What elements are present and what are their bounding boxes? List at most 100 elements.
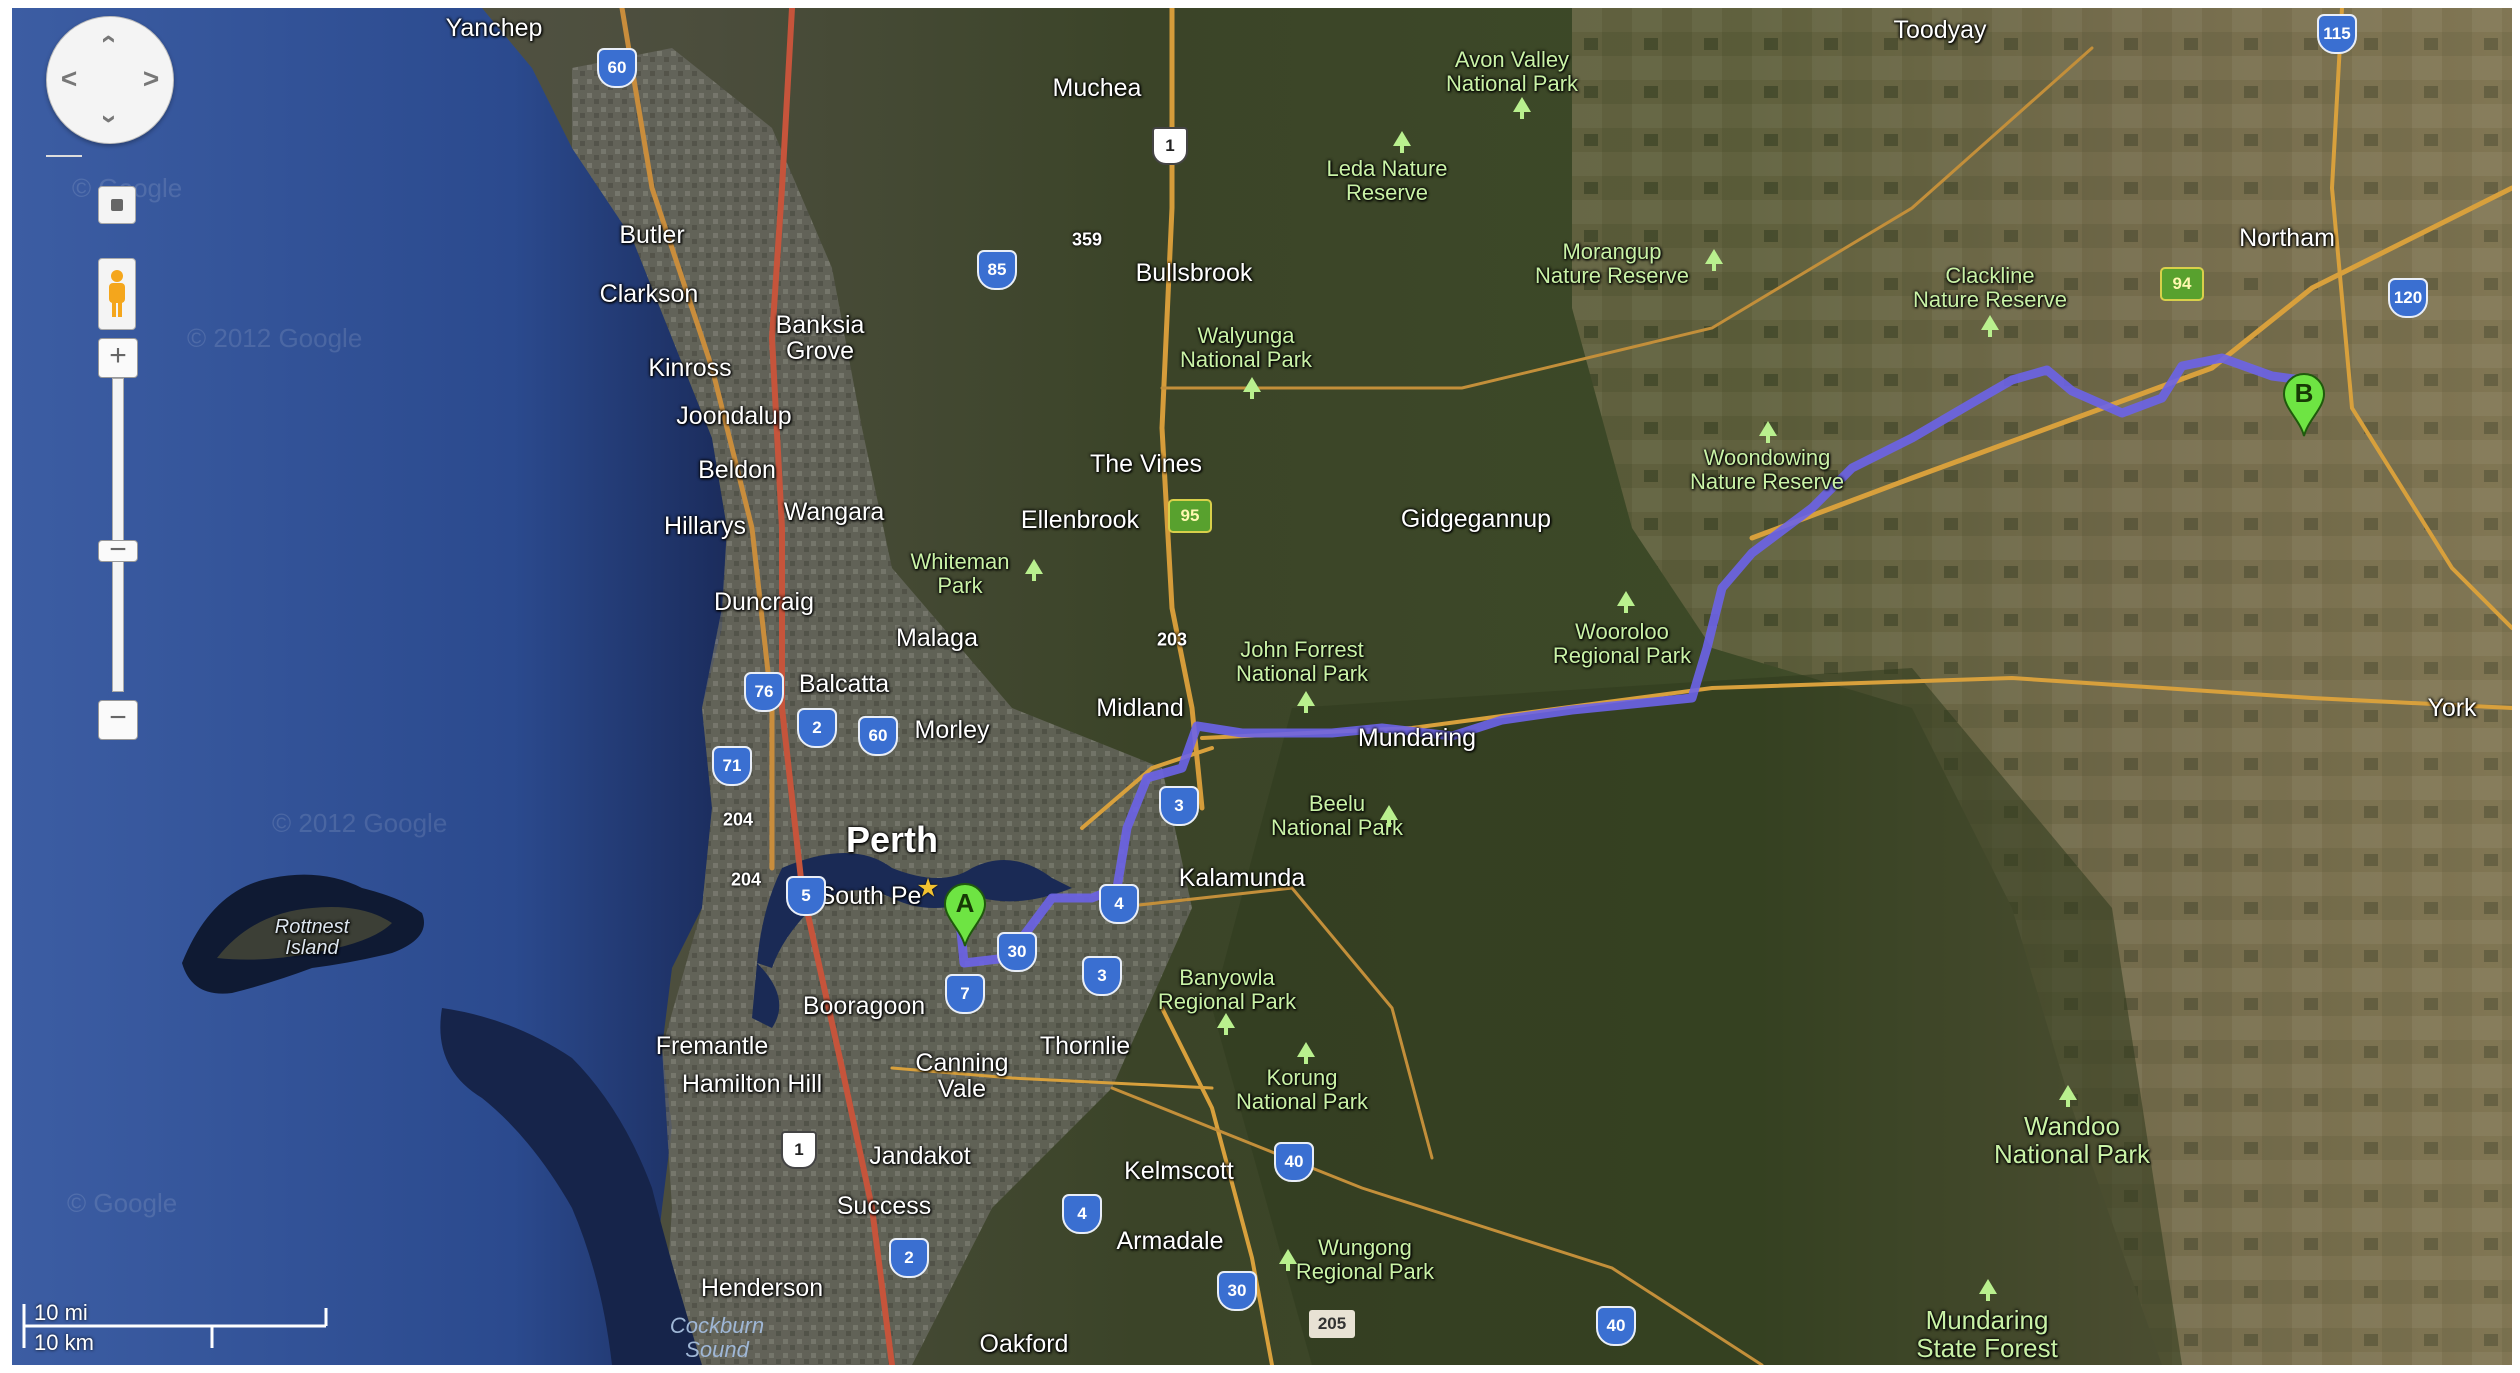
route-shield: 115: [2317, 14, 2357, 54]
route-shield: 76: [744, 672, 784, 712]
route-shield: 2: [889, 1238, 929, 1278]
marker-pin-icon: [2282, 373, 2326, 437]
place-label: Kelmscott: [1124, 1157, 1234, 1185]
zoom-out-button[interactable]: −: [98, 700, 138, 740]
route-shield: 94: [2160, 267, 2204, 301]
place-label: Malaga: [896, 624, 978, 652]
map-imagery: [12, 8, 2512, 1365]
park-icon: [1217, 1013, 1235, 1035]
route-number: 203: [1156, 629, 1188, 650]
pan-up-icon[interactable]: ‹: [95, 34, 126, 44]
place-label: Bullsbrook: [1135, 259, 1253, 287]
park-label: Whiteman Park: [910, 549, 1010, 598]
place-label: Thornlie: [1039, 1032, 1131, 1060]
start-marker[interactable]: A: [942, 882, 988, 948]
route-shield: 60: [858, 716, 898, 756]
park-icon: [1297, 1042, 1315, 1064]
place-label: York: [2427, 694, 2477, 722]
watermark: © Google: [67, 1188, 178, 1218]
park-icon: [1279, 1249, 1297, 1271]
park-label: Mundaring State Forest: [1916, 1305, 2058, 1363]
star-icon: ★: [916, 872, 940, 903]
place-label: Morley: [914, 716, 990, 744]
park-label: Wooroloo Regional Park: [1552, 619, 1692, 668]
pan-control[interactable]: ‹ › < >: [46, 16, 174, 144]
place-label: Henderson: [700, 1274, 824, 1302]
pegman-button[interactable]: [98, 258, 136, 330]
route-shield: 40: [1596, 1306, 1636, 1346]
park-label: Leda Nature Reserve: [1326, 156, 1448, 205]
scale-bar: 10 mi 10 km: [20, 1298, 330, 1355]
park-label: Walyunga National Park: [1179, 323, 1313, 372]
place-label: Ellenbrook: [1020, 506, 1140, 534]
zoom-slider-track[interactable]: [112, 378, 124, 692]
zoom-in-button[interactable]: +: [98, 338, 138, 378]
park-label: Korung National Park: [1235, 1065, 1369, 1114]
park-icon: [1380, 805, 1398, 827]
place-label: Mundaring: [1357, 724, 1477, 752]
park-icon: [1243, 377, 1261, 399]
place-label: Clarkson: [599, 280, 699, 308]
place-label: Yanchep: [445, 14, 543, 42]
route-shield: 60: [597, 48, 637, 88]
place-label: Kinross: [648, 354, 732, 382]
place-label: The Vines: [1089, 450, 1203, 478]
park-label: Clackline Nature Reserve: [1912, 263, 2068, 312]
route-shield: 30: [1217, 1271, 1257, 1311]
pan-down-icon[interactable]: ›: [95, 114, 126, 124]
route-shield: 3: [1159, 786, 1199, 826]
park-icon: [1297, 691, 1315, 713]
square-icon: [111, 199, 123, 211]
place-label: Booragoon: [802, 992, 926, 1020]
park-icon: [1979, 1279, 1997, 1301]
control-divider: [46, 155, 82, 157]
place-label: Northam: [2239, 224, 2335, 252]
route-shield: 7: [945, 974, 985, 1014]
place-label: Kalamunda: [1178, 864, 1306, 892]
place-label: Hamilton Hill: [681, 1070, 823, 1098]
route-shield: 3: [1082, 956, 1122, 996]
scale-miles: 10 mi: [34, 1300, 88, 1325]
park-icon: [1513, 97, 1531, 119]
place-label: Fremantle: [655, 1032, 769, 1060]
place-label: Gidgegannup: [1400, 505, 1552, 533]
scale-km: 10 km: [34, 1330, 94, 1355]
park-icon: [1393, 131, 1411, 153]
route-number: 359: [1071, 229, 1103, 250]
place-label: Canning Vale: [915, 1049, 1009, 1103]
reset-view-button[interactable]: [98, 186, 136, 224]
marker-pin-icon: [943, 883, 987, 947]
route-shield: 2: [797, 708, 837, 748]
park-label: John Forrest National Park: [1235, 637, 1369, 686]
route-shield: 1: [1152, 127, 1188, 165]
park-icon: [1759, 421, 1777, 443]
pan-left-icon[interactable]: <: [60, 63, 78, 94]
park-icon: [1705, 249, 1723, 271]
route-shield: 71: [712, 746, 752, 786]
place-label: Armadale: [1116, 1227, 1224, 1255]
park-label: Wungong Regional Park: [1295, 1235, 1435, 1284]
place-label: Banksia Grove: [775, 311, 865, 365]
park-icon: [2059, 1085, 2077, 1107]
pegman-icon: [109, 270, 125, 317]
island-label: Rottnest Island: [274, 916, 350, 959]
park-label: Wandoo National Park: [1993, 1111, 2151, 1169]
city-label: Perth: [845, 819, 939, 860]
park-icon: [1617, 591, 1635, 613]
watermark: © 2012 Google: [272, 808, 448, 838]
place-label: South Pe: [818, 882, 922, 910]
zoom-slider-handle[interactable]: −: [98, 535, 138, 565]
end-marker[interactable]: B: [2281, 372, 2327, 438]
marker-label: A: [955, 888, 975, 918]
route-shield: 205: [1309, 1310, 1355, 1338]
route-number: 204: [730, 869, 762, 890]
park-label: Beelu National Park: [1270, 791, 1404, 840]
place-label: Balcatta: [798, 670, 890, 698]
place-label: Midland: [1096, 694, 1184, 722]
place-label: Beldon: [698, 456, 776, 484]
satellite-map[interactable]: © Google © 2012 Google © 2012 Google © G…: [12, 8, 2512, 1365]
route-shield: 40: [1274, 1142, 1314, 1182]
place-label: Success: [836, 1192, 932, 1220]
pan-right-icon[interactable]: >: [142, 63, 160, 94]
watermark: © 2012 Google: [187, 323, 363, 353]
